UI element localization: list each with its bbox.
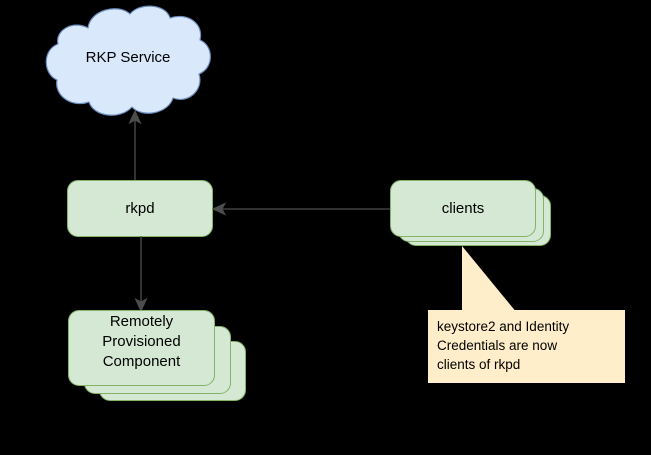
- callout-note[interactable]: [428, 310, 625, 383]
- node-remotely-provisioned-component-stack[interactable]: [68, 310, 248, 402]
- edge-rkpd-to-rkp-service: [128, 109, 142, 184]
- edge-clients-to-rkpd: [211, 202, 390, 216]
- clients-stack-layer-front[interactable]: [390, 180, 536, 237]
- rkp-service-cloud-shape[interactable]: [42, 4, 214, 124]
- edge-rkpd-to-remotely-provisioned-component: [134, 236, 148, 313]
- node-clients-stack[interactable]: [390, 180, 551, 246]
- rpc-stack-layer-front[interactable]: [68, 310, 215, 386]
- node-rkpd[interactable]: [67, 180, 213, 237]
- callout-note-text: keystore2 and Identity Credentials are n…: [437, 319, 570, 373]
- callout-pointer-tail: [462, 246, 517, 313]
